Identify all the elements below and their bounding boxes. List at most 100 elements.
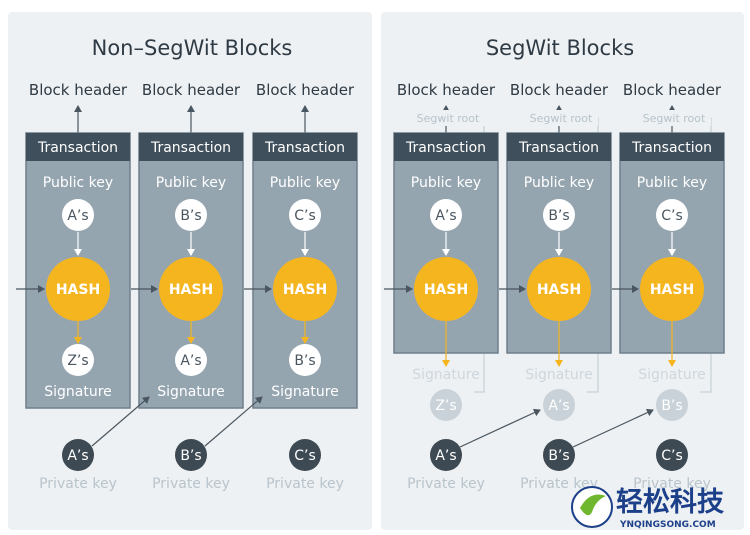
segwit-root-bg xyxy=(411,110,485,126)
public-key-circle xyxy=(543,199,575,231)
private-key-owner: C’s xyxy=(661,448,683,464)
transaction-label: Transaction xyxy=(264,140,345,156)
public-key-circle xyxy=(430,199,462,231)
public-key-circle xyxy=(656,199,688,231)
private-key-circle xyxy=(175,439,207,471)
public-key-label: Public key xyxy=(411,175,481,191)
hash-label: HASH xyxy=(537,282,581,298)
transaction-label: Transaction xyxy=(150,140,231,156)
hash-circle xyxy=(159,257,223,321)
signature-label: Signature xyxy=(44,384,112,400)
private-key-circle xyxy=(289,439,321,471)
left-block-2: Block header Transaction Public key B’s … xyxy=(138,81,244,409)
signature-owner: Z’s xyxy=(67,353,88,369)
right-private-keys: A’s Private key B’s Private key C’s Priv… xyxy=(407,439,711,492)
hash-label: HASH xyxy=(650,282,694,298)
transaction-header xyxy=(620,133,724,161)
private-key-circle xyxy=(430,439,462,471)
private-key-circle xyxy=(62,439,94,471)
hash-label: HASH xyxy=(56,282,100,298)
transaction-label: Transaction xyxy=(405,140,486,156)
watermark-url: YNQINGSONG.COM xyxy=(619,520,716,530)
transaction-header xyxy=(26,133,130,161)
right-block-3: Block header Segwit root Transaction Pub… xyxy=(619,81,725,421)
left-block-1: Block header Transaction Public key A’s … xyxy=(25,81,131,409)
left-private-keys: A’s Private key B’s Private key C’s Priv… xyxy=(39,439,344,492)
block-header-label: Block header xyxy=(397,81,496,99)
private-key-circle xyxy=(656,439,688,471)
signature-label: Signature xyxy=(157,384,225,400)
block-header-label: Block header xyxy=(29,81,128,99)
private-key-circle xyxy=(543,439,575,471)
hash-label: HASH xyxy=(424,282,468,298)
private-key-label: Private key xyxy=(633,476,711,492)
private-key-label: Private key xyxy=(152,476,230,492)
signature-owner: B’s xyxy=(661,398,682,414)
hash-circle xyxy=(640,257,704,321)
hash-circle xyxy=(527,257,591,321)
signature-owner: B’s xyxy=(294,353,315,369)
signature-label: Signature xyxy=(638,367,706,383)
transaction-header xyxy=(139,133,243,161)
public-key-owner: B’s xyxy=(548,208,569,224)
public-key-owner: B’s xyxy=(180,208,201,224)
hash-label: HASH xyxy=(169,282,213,298)
signing-arrow xyxy=(459,408,541,448)
signing-arrow xyxy=(204,396,263,447)
right-block-2: Block header Segwit root Transaction Pub… xyxy=(506,81,612,421)
public-key-circle xyxy=(175,199,207,231)
hash-circle xyxy=(414,257,478,321)
left-block-3: Block header Transaction Public key C’s … xyxy=(252,81,358,409)
transaction-label: Transaction xyxy=(518,140,599,156)
private-key-label: Private key xyxy=(39,476,117,492)
private-key-owner: B’s xyxy=(548,448,569,464)
private-key-label: Private key xyxy=(407,476,485,492)
signature-circle xyxy=(289,344,321,376)
public-key-owner: C’s xyxy=(294,208,316,224)
segwit-root-label: Segwit root xyxy=(530,112,593,125)
watermark: 轻松科技 YNQINGSONG.COM xyxy=(571,486,724,530)
segwit-root-bg xyxy=(637,110,711,126)
signature-circle xyxy=(62,344,94,376)
private-key-owner: B’s xyxy=(180,448,201,464)
signature-circle xyxy=(175,344,207,376)
transaction-label: Transaction xyxy=(37,140,118,156)
segwit-root-label: Segwit root xyxy=(643,112,706,125)
block-header-label: Block header xyxy=(623,81,722,99)
signing-arrow xyxy=(572,408,654,448)
right-panel-title: SegWit Blocks xyxy=(486,36,634,60)
private-key-owner: A’s xyxy=(435,448,456,464)
public-key-label: Public key xyxy=(524,175,594,191)
private-key-owner: A’s xyxy=(67,448,88,464)
hash-circle xyxy=(273,257,337,321)
signature-circle xyxy=(543,389,575,421)
block-header-label: Block header xyxy=(510,81,609,99)
segwit-root-bg xyxy=(524,110,598,126)
transaction-header xyxy=(394,133,498,161)
left-panel-title: Non–SegWit Blocks xyxy=(92,36,293,60)
private-key-owner: C’s xyxy=(294,448,316,464)
public-key-owner: C’s xyxy=(661,208,683,224)
signature-label: Signature xyxy=(525,367,593,383)
block-header-label: Block header xyxy=(142,81,241,99)
signing-arrow xyxy=(91,396,150,447)
public-key-owner: A’s xyxy=(67,208,88,224)
segwit-root-label: Segwit root xyxy=(417,112,480,125)
transaction-header xyxy=(507,133,611,161)
private-key-label: Private key xyxy=(520,476,598,492)
hash-label: HASH xyxy=(283,282,327,298)
signature-owner: A’s xyxy=(548,398,569,414)
public-key-label: Public key xyxy=(270,175,340,191)
public-key-circle xyxy=(62,199,94,231)
private-key-label: Private key xyxy=(266,476,344,492)
public-key-owner: A’s xyxy=(435,208,456,224)
public-key-circle xyxy=(289,199,321,231)
watermark-leaf-icon xyxy=(580,494,606,516)
transaction-header xyxy=(253,133,357,161)
signature-circle xyxy=(656,389,688,421)
public-key-label: Public key xyxy=(637,175,707,191)
transaction-label: Transaction xyxy=(631,140,712,156)
signature-circle xyxy=(430,389,462,421)
